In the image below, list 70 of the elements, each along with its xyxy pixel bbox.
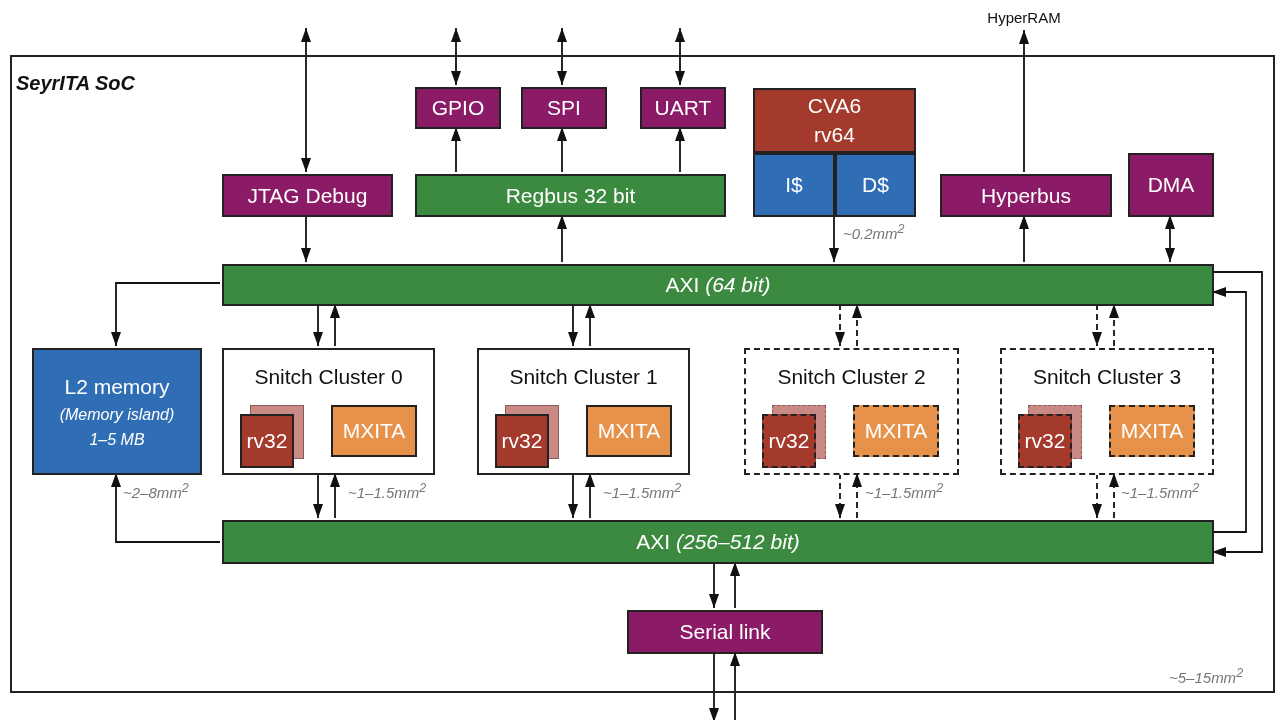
block-label: MXITA: [597, 418, 661, 444]
cluster-box: [477, 348, 690, 475]
block-label: HyperRAM: [987, 9, 1061, 27]
block-label: 1–5 MB: [89, 430, 145, 450]
block-label: SPI: [547, 95, 581, 121]
block-label: MXITA: [1120, 418, 1184, 444]
core-tile: [240, 414, 294, 468]
area-annotation: ~0.2mm$^{2}$: [842, 222, 906, 242]
cache-block: [835, 153, 916, 217]
block-label: Regbus 32 bit: [505, 182, 636, 209]
peripheral-block: [627, 610, 823, 654]
area-annotation: ~1–1.5mm$^{2}$: [347, 481, 428, 501]
peripheral-block: [415, 87, 501, 129]
bus-bar: [222, 520, 1214, 564]
core-tile: [495, 414, 549, 468]
block-label: Hyperbus: [981, 182, 1071, 209]
accelerator-block: [331, 405, 417, 457]
cluster-box: [222, 348, 435, 475]
peripheral-block: [640, 87, 726, 129]
bus-bar: [415, 174, 726, 217]
block-label: JTAG Debug: [247, 182, 368, 209]
block-label: L2 memory: [64, 373, 170, 399]
block-label: (Memory island): [59, 404, 175, 425]
accelerator-block: [586, 405, 672, 457]
core-tile: [762, 414, 816, 468]
area-annotation: ~1–1.5mm$^{2}$: [864, 481, 945, 501]
cluster-title: Snitch Cluster 3: [1032, 364, 1182, 390]
cluster-title: Snitch Cluster 1: [509, 364, 658, 390]
block-label: DMA: [1147, 172, 1195, 198]
accelerator-block: [1109, 405, 1195, 457]
cluster-box: [744, 348, 959, 475]
block-label: rv32: [246, 428, 288, 454]
soc-boundary: [10, 55, 1275, 693]
memory-block: [32, 348, 202, 475]
block-label: UART: [654, 95, 712, 121]
chip-title: SeyrITA SoC: [16, 71, 135, 95]
block-label: MXITA: [342, 418, 406, 444]
cluster-title: Snitch Cluster 2: [777, 364, 926, 390]
block-label: Serial link: [679, 619, 771, 645]
accelerator-block: [853, 405, 939, 457]
peripheral-block: [1128, 153, 1214, 217]
block-label: GPIO: [431, 95, 485, 121]
area-annotation: ~1–1.5mm$^{2}$: [602, 481, 683, 501]
cluster-title: Snitch Cluster 0: [254, 364, 403, 390]
peripheral-block: [940, 174, 1112, 217]
area-annotation: ~2–8mm$^{2}$: [122, 481, 190, 501]
block-label: AXI (64 bit): [665, 272, 771, 298]
bus-bar: [222, 264, 1214, 306]
block-label: CVA6 rv64: [806, 93, 863, 148]
double-arrow: [301, 27, 311, 173]
block-label: D$: [862, 172, 889, 198]
peripheral-block: [222, 174, 393, 217]
arrow: [111, 282, 221, 347]
arrow: [1019, 29, 1029, 173]
double-arrow: [451, 27, 461, 86]
block-label: I$: [785, 172, 803, 198]
peripheral-block: [521, 87, 607, 129]
block-label: rv32: [768, 428, 810, 454]
double-arrow: [675, 27, 685, 86]
core-block: [753, 88, 916, 153]
cluster-box: [1000, 348, 1214, 475]
block-label: rv32: [501, 428, 543, 454]
block-label: rv32: [1024, 428, 1066, 454]
area-annotation: ~1–1.5mm$^{2}$: [1120, 481, 1201, 501]
double-arrow: [557, 27, 567, 86]
block-label: AXI (256–512 bit): [636, 529, 800, 555]
cache-block: [753, 153, 835, 217]
area-annotation: ~5–15mm$^{2}$: [1168, 666, 1245, 686]
core-tile: [1018, 414, 1072, 468]
block-label: MXITA: [864, 418, 928, 444]
